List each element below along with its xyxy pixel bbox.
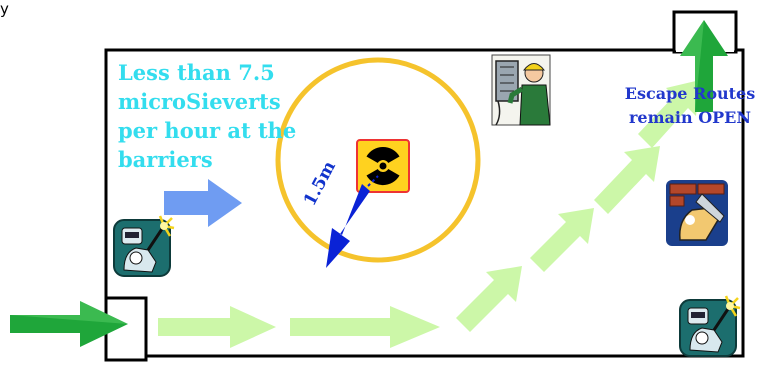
route-arrow [638,80,700,148]
route-arrow [594,146,660,214]
route-arrow [290,306,440,348]
bricklayer-trowel-icon [666,180,728,246]
welder-icon [113,215,175,277]
route-arrow [456,266,522,332]
barrier-arrow [164,179,242,227]
radiation-trefoil-icon [356,139,410,193]
room-outline [104,48,745,358]
exit-arrow [680,20,728,112]
electrician-at-panel-icon [491,54,551,126]
escape-routes-text: Escape Routes remain OPEN [624,84,756,127]
welder-icon [679,295,741,357]
corner-label: y [0,0,9,18]
route-arrow [530,208,594,272]
exclusion-zone-ring [275,57,481,263]
route-arrow [158,306,276,348]
entry-arrow [10,301,128,347]
escape-route [158,80,700,348]
radius-arrow [326,175,379,268]
barrier-dose-limit-text: Less than 7.5 microSieverts per hour at … [118,60,297,172]
